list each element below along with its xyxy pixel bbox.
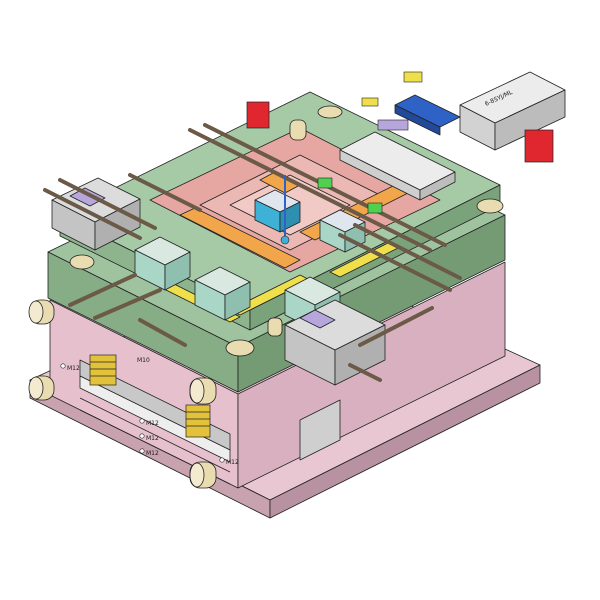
- front-slider-housing: [284, 299, 386, 386]
- tie-bar-block: [339, 131, 456, 201]
- tie-rod: [93, 288, 162, 320]
- slider-block-front-mid: [194, 266, 251, 321]
- tie-rod: [43, 188, 142, 240]
- label-m12-mid: M12: [146, 420, 159, 427]
- tie-rod: [188, 128, 432, 252]
- red-stop-block-right: [524, 129, 554, 163]
- guide-bushing-1: [28, 299, 55, 325]
- guide-bushing-2: [28, 375, 55, 401]
- hydraulic-cylinder: 6-8SYJ/ML: [459, 71, 566, 151]
- label-m12-low2: M12: [146, 450, 159, 457]
- guide-bushing-3: [189, 377, 217, 405]
- thread-hole-marker: [60, 363, 66, 369]
- tie-rod: [348, 363, 382, 382]
- guide-hole: [225, 339, 255, 357]
- guide-pin: [267, 317, 283, 337]
- guide-bushing-4: [189, 461, 217, 489]
- cylinder-mount-plate: [394, 94, 461, 136]
- sprue-bushing: [280, 175, 383, 245]
- slider-block-front-left: [134, 236, 191, 291]
- tie-rod: [138, 318, 187, 347]
- return-spring-right: [185, 404, 211, 438]
- tie-rod: [68, 273, 137, 307]
- guide-hole: [317, 105, 343, 119]
- thread-hole-marker: [139, 433, 145, 439]
- label-m12-low1: M12: [146, 435, 159, 442]
- tie-rod: [353, 223, 462, 280]
- guide-hole: [476, 198, 504, 214]
- tie-rod: [128, 173, 202, 212]
- tie-rods: [43, 123, 462, 382]
- red-stop-block-left: [246, 101, 270, 129]
- label-m10: M10: [137, 357, 150, 364]
- top-guide-bushings: [69, 105, 504, 357]
- thread-labels-lower: M12 M12 M12 M12 M12: [60, 363, 239, 466]
- tie-rod: [58, 178, 157, 230]
- guide-hole: [69, 254, 95, 270]
- tie-rod: [358, 306, 434, 347]
- tie-rod: [338, 233, 452, 292]
- label-m12-left: M12: [67, 365, 80, 372]
- guide-pin: [289, 119, 307, 141]
- top-clamp-yellow: [361, 71, 423, 131]
- thread-hole-marker: [219, 457, 225, 463]
- label-m12-right: M12: [226, 459, 239, 466]
- return-spring-left: [89, 354, 117, 386]
- thread-hole-marker: [139, 418, 145, 424]
- thread-hole-marker: [139, 448, 145, 454]
